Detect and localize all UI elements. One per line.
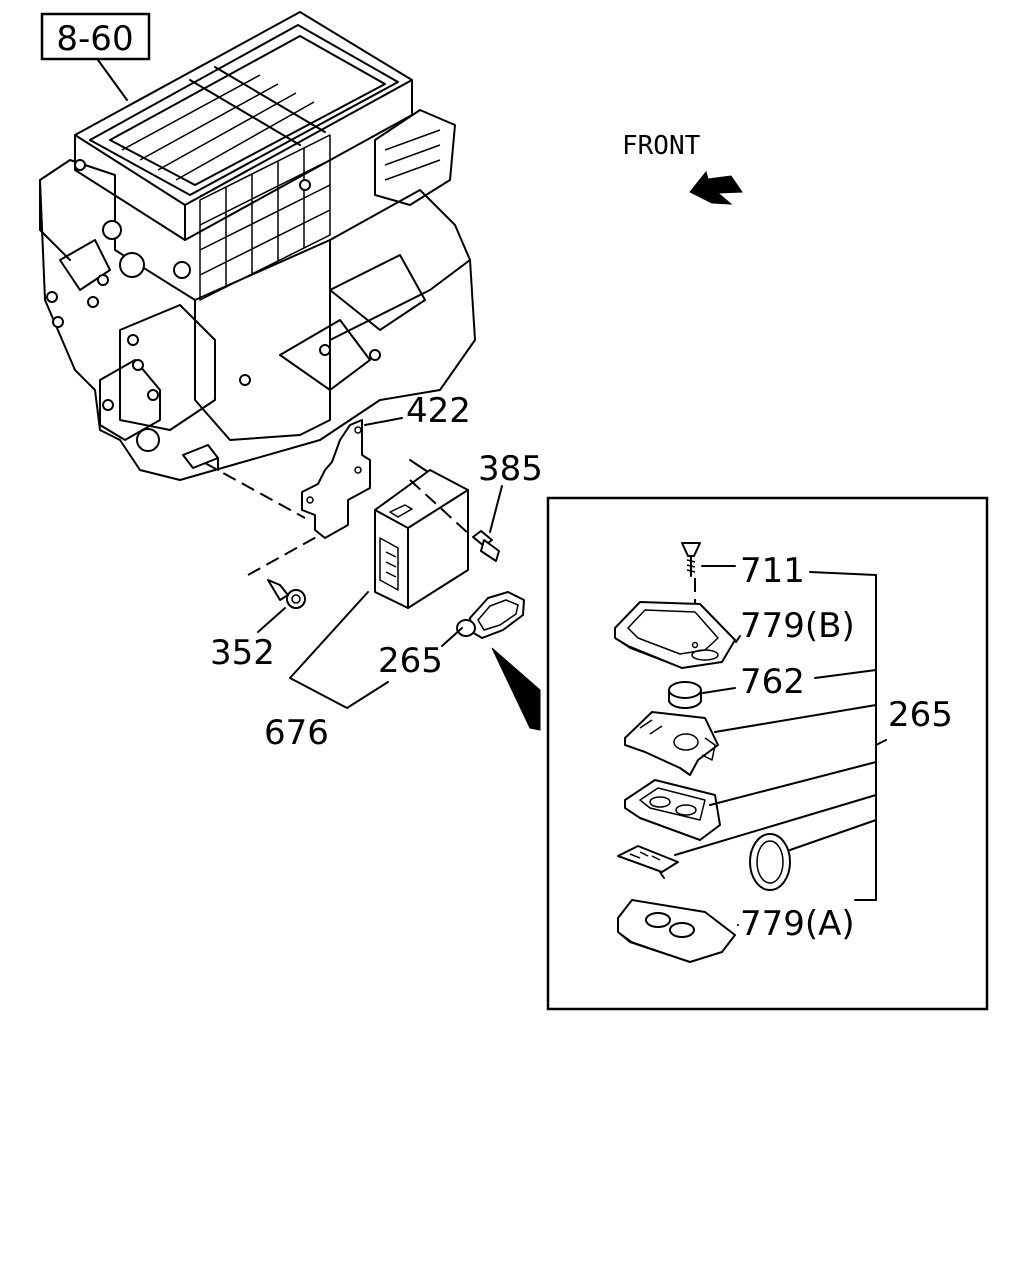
screw-mount-line	[247, 534, 321, 576]
assembly-callout[interactable]: 676	[264, 713, 329, 753]
circuit-plate-illustration	[617, 845, 679, 879]
screw-callout[interactable]: 352	[210, 633, 275, 673]
front-arrow-icon	[689, 170, 743, 205]
upper-case-illustration	[614, 601, 736, 669]
hvac-unit-illustration	[39, 11, 476, 481]
bracket-mount-line	[204, 462, 306, 519]
board-tray-illustration	[624, 779, 721, 841]
bracket-callout[interactable]: 422	[406, 391, 471, 431]
reference-box-label: 8-60	[56, 19, 133, 59]
detail-panel	[546, 496, 989, 1011]
bolt-illustration	[472, 530, 500, 562]
detail-upper-case-callout[interactable]: 779(B)	[740, 606, 855, 646]
front-label: FRONT	[622, 131, 701, 161]
bracket-leader	[364, 417, 403, 426]
battery-illustration	[668, 681, 702, 709]
remote-key-callout[interactable]: 265	[378, 641, 443, 681]
bolt-leader	[489, 485, 503, 533]
remote-key-leader	[441, 627, 463, 647]
detail-leaders	[674, 565, 887, 926]
detail-screw-callout[interactable]: 711	[740, 551, 805, 591]
control-unit-illustration	[374, 469, 471, 609]
detail-lower-case-callout[interactable]: 779(A)	[740, 904, 855, 944]
detail-pointer	[491, 647, 541, 731]
battery-holder-illustration	[624, 711, 719, 776]
lower-case-illustration	[617, 899, 736, 963]
reference-leader	[97, 59, 128, 101]
detail-assembly-callout[interactable]: 265	[888, 695, 953, 735]
detail-battery-callout[interactable]: 762	[740, 662, 805, 702]
remote-key-illustration	[456, 591, 525, 639]
screw-illustration	[267, 579, 306, 609]
key-ring-illustration	[749, 833, 791, 891]
bolt-callout[interactable]: 385	[478, 449, 543, 489]
assembly-bracket-lines	[289, 591, 389, 709]
reference-box[interactable]: 8-60	[40, 12, 151, 61]
bracket-illustration	[301, 419, 429, 539]
screw-leader	[257, 607, 286, 633]
